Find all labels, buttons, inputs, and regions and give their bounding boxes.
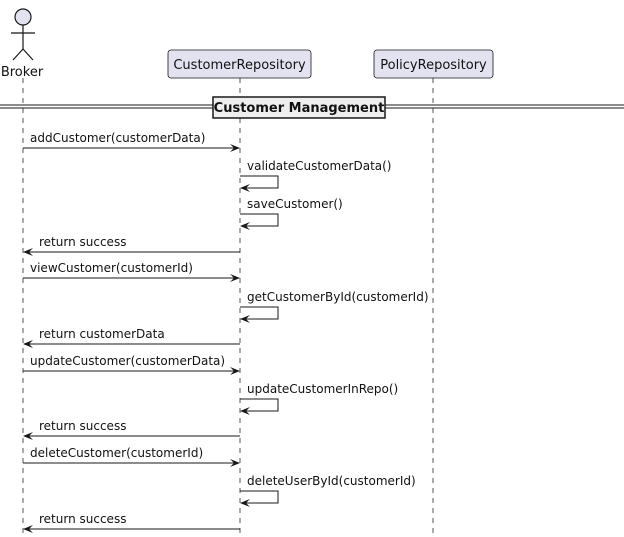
messages-layer: addCustomer(customerData) validateCustome… bbox=[23, 131, 429, 533]
message-label: viewCustomer(customerId) bbox=[30, 261, 193, 275]
self-call-loop bbox=[240, 398, 279, 415]
message-label: updateCustomerInRepo() bbox=[247, 382, 398, 396]
message-return: return success bbox=[23, 512, 240, 533]
message-label: validateCustomerData() bbox=[247, 159, 392, 173]
group-label: Customer Management bbox=[214, 101, 385, 116]
message-return: return success bbox=[23, 419, 240, 440]
actor-right-leg bbox=[22, 48, 34, 61]
message-self: getCustomerById(customerId) bbox=[240, 290, 429, 323]
message-label: addCustomer(customerData) bbox=[30, 131, 205, 145]
group-label-box bbox=[212, 96, 386, 119]
self-call-loop bbox=[240, 490, 279, 507]
actor-left-leg bbox=[12, 48, 24, 61]
message-self: deleteUserById(customerId) bbox=[240, 474, 416, 507]
message-label: saveCustomer() bbox=[247, 197, 343, 211]
message-label: deleteUserById(customerId) bbox=[247, 474, 416, 488]
self-call-loop bbox=[240, 213, 279, 230]
participant-policy-repository: PolicyRepository bbox=[373, 49, 494, 79]
message-label: updateCustomer(customerData) bbox=[30, 354, 225, 368]
message-call: viewCustomer(customerId) bbox=[23, 261, 240, 282]
participant-customer-repository: CustomerRepository bbox=[167, 49, 312, 79]
participant-label: PolicyRepository bbox=[380, 58, 487, 73]
actor-name-label: Broker bbox=[1, 65, 44, 80]
message-return: return customerData bbox=[23, 327, 240, 348]
message-self: updateCustomerInRepo() bbox=[240, 382, 398, 415]
self-call-loop bbox=[240, 175, 279, 192]
message-return: return success bbox=[23, 235, 240, 256]
message-label: deleteCustomer(customerId) bbox=[30, 446, 203, 460]
broker-actor: Broker bbox=[1, 8, 44, 80]
message-call: updateCustomer(customerData) bbox=[23, 354, 240, 375]
message-self: validateCustomerData() bbox=[240, 159, 392, 192]
message-call: addCustomer(customerData) bbox=[23, 131, 240, 152]
self-call-loop bbox=[240, 306, 279, 323]
message-label: return success bbox=[39, 419, 126, 433]
participant-label: CustomerRepository bbox=[173, 58, 306, 73]
message-label: return customerData bbox=[39, 327, 165, 341]
message-label: return success bbox=[39, 512, 126, 526]
message-label: getCustomerById(customerId) bbox=[247, 290, 429, 304]
actor-head-icon bbox=[14, 8, 32, 26]
message-label: return success bbox=[39, 235, 126, 249]
group-divider: Customer Management bbox=[0, 96, 624, 119]
message-call: deleteCustomer(customerId) bbox=[23, 446, 240, 467]
message-self: saveCustomer() bbox=[240, 197, 343, 230]
